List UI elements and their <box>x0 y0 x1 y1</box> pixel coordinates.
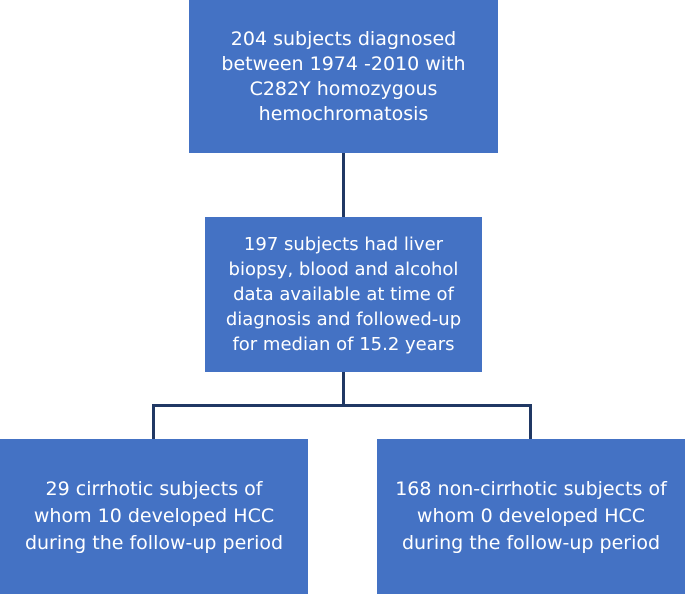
box-non-cirrhotic-subjects: 168 non-cirrhotic subjects of whom 0 dev… <box>377 439 685 594</box>
box-cirrhotic-subjects: 29 cirrhotic subjects of whom 10 develop… <box>0 439 308 594</box>
connector-branch-horizontal <box>152 404 532 407</box>
connector-branch-right <box>529 404 532 439</box>
connector-middle-down <box>342 372 345 406</box>
connector-top-to-middle <box>342 153 345 217</box>
box-subjects-with-biopsy-data: 197 subjects had liver biopsy, blood and… <box>205 217 482 372</box>
box-all-diagnosed-subjects: 204 subjects diagnosed between 1974 -201… <box>189 0 498 153</box>
connector-branch-left <box>152 404 155 439</box>
